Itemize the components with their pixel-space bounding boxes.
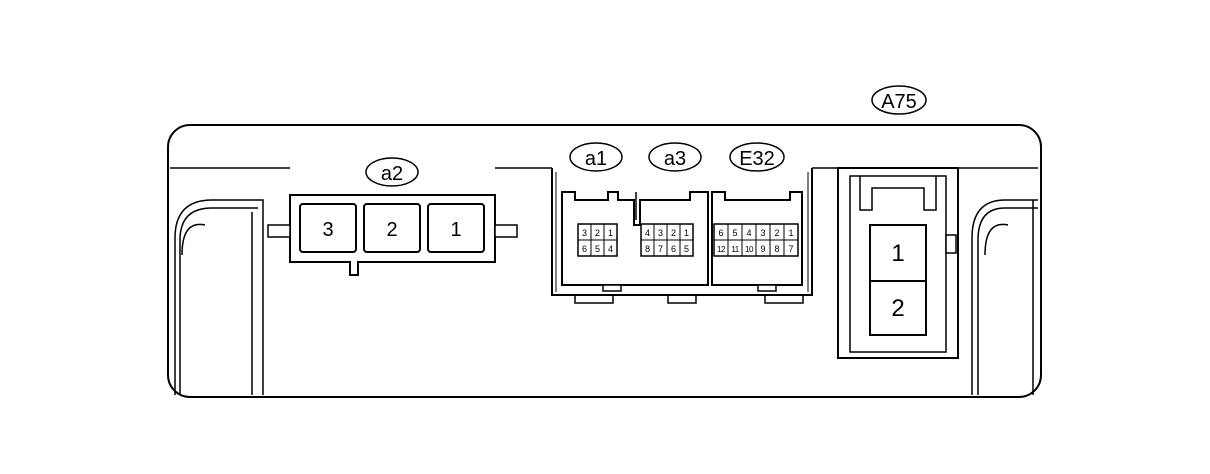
a1-pin-grid: 3 2 1 6 5 4	[577, 223, 618, 257]
a3-pin-3: 3	[658, 228, 663, 238]
tag-a1: a1	[569, 142, 623, 172]
a75-pin-1: 1	[869, 224, 927, 282]
a3-pin-7: 7	[658, 244, 663, 254]
tag-e32-label: E32	[739, 148, 775, 170]
a75-pin-1-label: 1	[891, 240, 904, 267]
a3-pin-6: 6	[671, 244, 676, 254]
e32-pin-5: 5	[732, 228, 737, 238]
tag-a75-label: A75	[881, 91, 917, 113]
a1-pin-1: 1	[608, 228, 613, 238]
e32-pin-9: 9	[760, 244, 765, 254]
e32-pin-12: 12	[717, 245, 726, 254]
a75-pin-2: 2	[869, 280, 927, 336]
a2-pin-1: 1	[427, 203, 485, 253]
e32-pin-1: 1	[788, 228, 793, 238]
tag-a2-label: a2	[381, 163, 403, 185]
tag-a75: A75	[871, 85, 927, 115]
e32-pin-4: 4	[746, 228, 751, 238]
a3-pin-2: 2	[671, 228, 676, 238]
right-mount-lobe	[971, 199, 1038, 395]
e32-pin-11: 11	[731, 245, 739, 254]
connector-a75: 1 2	[837, 167, 959, 359]
e32-pin-8: 8	[774, 244, 779, 254]
a1-pin-3: 3	[582, 228, 587, 238]
unit-housing	[167, 124, 1042, 398]
a3-pin-5: 5	[684, 244, 689, 254]
a2-pin-1-label: 1	[450, 219, 461, 241]
a2-pin-2: 2	[363, 203, 421, 253]
a3-pin-grid: 4 3 2 1 8 7 6 5	[640, 223, 694, 257]
a3-pin-4: 4	[645, 228, 650, 238]
left-mount-lobe	[174, 199, 264, 395]
e32-pin-7: 7	[788, 244, 793, 254]
connector-block-a1-a3-e32	[551, 168, 813, 304]
e32-pin-6: 6	[718, 228, 723, 238]
a1-pin-4: 4	[608, 244, 613, 254]
tag-a3-label: a3	[664, 148, 686, 170]
a2-pin-2-label: 2	[386, 219, 397, 241]
a1-pin-5: 5	[595, 244, 600, 254]
a2-pin-3: 3	[299, 203, 357, 253]
e32-pin-10: 10	[745, 245, 754, 254]
tag-a3: a3	[648, 142, 702, 172]
a75-pin-2-label: 2	[891, 295, 904, 322]
tag-a1-label: a1	[585, 148, 607, 170]
e32-pin-2: 2	[774, 228, 779, 238]
a3-pin-1: 1	[684, 228, 689, 238]
a3-pin-8: 8	[645, 244, 650, 254]
connector-a2: 3 2 1	[267, 194, 518, 276]
a1-pin-2: 2	[595, 228, 600, 238]
tag-a2: a2	[365, 157, 419, 187]
e32-pin-grid: 6 5 4 3 2 1 12 11 10 9 8 7	[713, 223, 799, 257]
e32-pin-3: 3	[760, 228, 765, 238]
a2-pin-3-label: 3	[322, 219, 333, 241]
a1-pin-6: 6	[582, 244, 587, 254]
tag-e32: E32	[729, 142, 785, 172]
